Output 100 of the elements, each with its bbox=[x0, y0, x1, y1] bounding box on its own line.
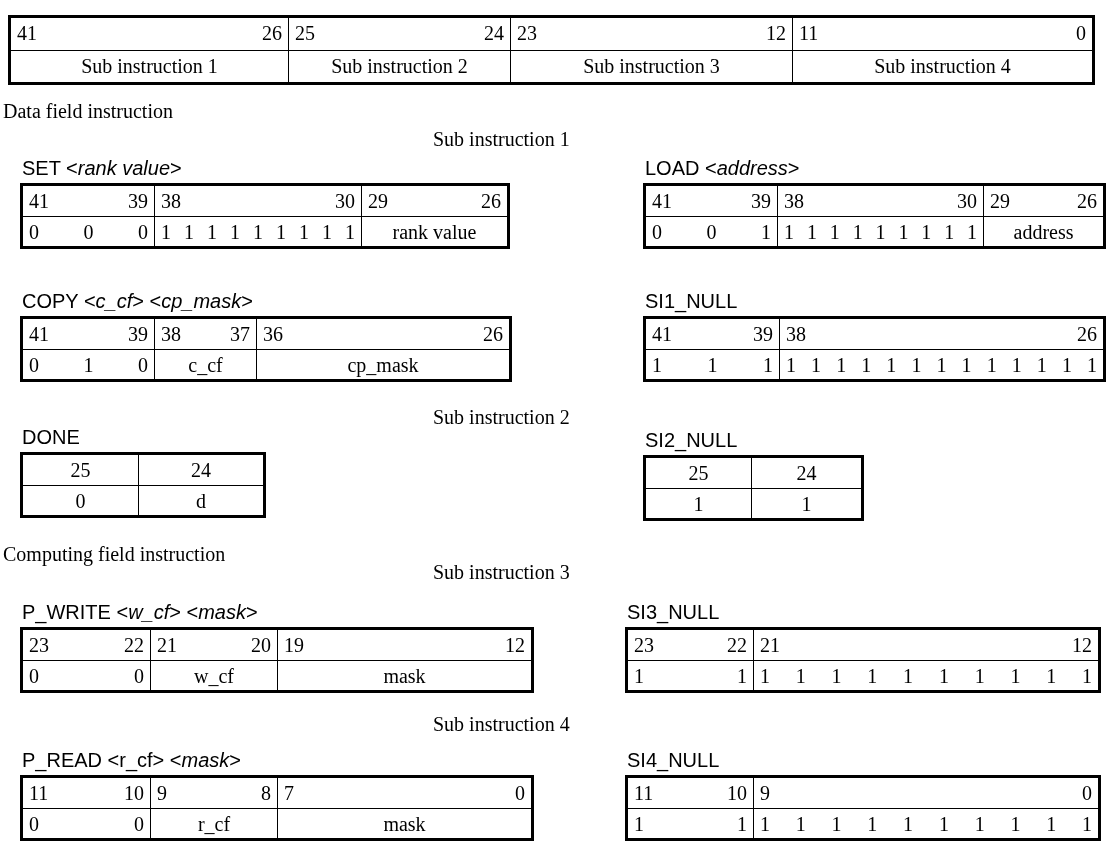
section-heading: Data field instruction bbox=[3, 100, 173, 122]
bit-number: 11 bbox=[29, 783, 49, 803]
field-value: 1 1 1 bbox=[652, 355, 773, 375]
field-value: 1 1 1 1 1 1 1 1 1 1 1 1 1 bbox=[786, 355, 1097, 375]
instruction-name: SET <rank value> bbox=[22, 157, 182, 179]
bit-number: 26 bbox=[1077, 191, 1097, 211]
instruction-name: COPY <c_cf> <cp_mask> bbox=[22, 290, 253, 312]
bit-number: 24 bbox=[190, 460, 212, 480]
instruction-name: SI3_NULL bbox=[627, 601, 720, 623]
field-value: Sub instruction 3 bbox=[582, 56, 721, 76]
bit-number: 41 bbox=[17, 23, 37, 43]
bit-number: 38 bbox=[786, 324, 806, 344]
bit-number: 7 bbox=[284, 783, 294, 803]
bit-number: 23 bbox=[634, 635, 654, 655]
instruction-name: P_WRITE <w_cf> <mask> bbox=[22, 601, 258, 623]
bit-number: 26 bbox=[481, 191, 501, 211]
bit-number: 19 bbox=[284, 635, 304, 655]
bit-number: 41 bbox=[652, 191, 672, 211]
bit-field-table bbox=[643, 157, 1106, 249]
bit-number: 11 bbox=[634, 783, 654, 803]
bit-number: 38 bbox=[784, 191, 804, 211]
bit-number: 26 bbox=[1077, 324, 1097, 344]
instruction-name: SI2_NULL bbox=[645, 429, 738, 451]
bit-number: 8 bbox=[261, 783, 271, 803]
bit-number: 36 bbox=[263, 324, 283, 344]
bit-number: 23 bbox=[517, 23, 537, 43]
bit-number: 37 bbox=[230, 324, 250, 344]
bit-number: 12 bbox=[1072, 635, 1092, 655]
bit-number: 0 bbox=[1082, 783, 1092, 803]
bit-number: 9 bbox=[157, 783, 167, 803]
bit-number: 25 bbox=[69, 460, 92, 480]
bit-number: 0 bbox=[515, 783, 525, 803]
bit-number: 12 bbox=[505, 635, 525, 655]
field-value: Sub instruction 4 bbox=[873, 56, 1012, 76]
field-value: d bbox=[195, 491, 207, 511]
field-value: rank value bbox=[391, 222, 478, 242]
bit-number: 39 bbox=[128, 324, 148, 344]
instruction-name: DONE bbox=[22, 426, 80, 448]
field-value: 0 0 bbox=[29, 666, 144, 686]
sub-instruction-label: Sub instruction 3 bbox=[433, 561, 570, 583]
bit-number: 22 bbox=[727, 635, 747, 655]
field-value: Sub instruction 2 bbox=[330, 56, 469, 76]
bit-number: 21 bbox=[760, 635, 780, 655]
bit-number: 30 bbox=[335, 191, 355, 211]
field-value: 0 0 0 bbox=[29, 222, 148, 242]
bit-number: 10 bbox=[124, 783, 144, 803]
instruction-name: LOAD <address> bbox=[645, 157, 800, 179]
instruction-name: SI1_NULL bbox=[645, 290, 738, 312]
field-value: 0 0 1 bbox=[652, 222, 771, 242]
field-value: mask bbox=[382, 666, 427, 686]
bit-number: 24 bbox=[795, 463, 818, 483]
field-value: 1 1 1 1 1 1 1 1 1 bbox=[784, 222, 977, 242]
bit-number: 41 bbox=[29, 191, 49, 211]
field-value: mask bbox=[382, 814, 427, 834]
bit-number: 26 bbox=[483, 324, 503, 344]
bit-number: 24 bbox=[484, 23, 504, 43]
bit-number: 38 bbox=[161, 324, 181, 344]
bit-number: 12 bbox=[766, 23, 786, 43]
field-value: w_cf bbox=[193, 666, 235, 686]
bit-number: 39 bbox=[751, 191, 771, 211]
bit-number: 20 bbox=[251, 635, 271, 655]
bit-number: 21 bbox=[157, 635, 177, 655]
field-value: 1 bbox=[692, 494, 705, 514]
field-value: Sub instruction 1 bbox=[80, 56, 219, 76]
field-value: 1 bbox=[800, 494, 813, 514]
bit-field-table bbox=[8, 15, 1095, 85]
section-heading: Computing field instruction bbox=[3, 543, 226, 565]
bit-field-table bbox=[20, 601, 534, 693]
field-value: 1 1 bbox=[634, 666, 747, 686]
field-value: 0 0 bbox=[29, 814, 144, 834]
bit-number: 39 bbox=[753, 324, 773, 344]
bit-number: 0 bbox=[1076, 23, 1086, 43]
sub-instruction-label: Sub instruction 2 bbox=[433, 406, 570, 428]
bit-number: 39 bbox=[128, 191, 148, 211]
bit-number: 41 bbox=[652, 324, 672, 344]
instruction-name: SI4_NULL bbox=[627, 749, 720, 771]
bit-number: 41 bbox=[29, 324, 49, 344]
field-value: 0 1 0 bbox=[29, 355, 148, 375]
bit-field-table bbox=[20, 749, 534, 841]
bit-field-table bbox=[20, 290, 512, 382]
field-value: 1 1 1 1 1 1 1 1 1 1 bbox=[760, 814, 1092, 834]
bit-number: 26 bbox=[262, 23, 282, 43]
bit-number: 38 bbox=[161, 191, 181, 211]
field-value: address bbox=[1012, 222, 1075, 242]
field-value: 1 1 bbox=[634, 814, 747, 834]
sub-instruction-label: Sub instruction 1 bbox=[433, 128, 570, 150]
field-value: r_cf bbox=[196, 814, 232, 834]
bit-number: 9 bbox=[760, 783, 770, 803]
bit-number: 22 bbox=[124, 635, 144, 655]
field-value: cp_mask bbox=[346, 355, 420, 375]
field-value: c_cf bbox=[187, 355, 224, 375]
field-value: 1 1 1 1 1 1 1 1 1 1 bbox=[760, 666, 1092, 686]
bit-field-table bbox=[20, 157, 510, 249]
bit-number: 23 bbox=[29, 635, 49, 655]
bit-number: 30 bbox=[957, 191, 977, 211]
bit-number: 11 bbox=[799, 23, 819, 43]
sub-instruction-label: Sub instruction 4 bbox=[433, 713, 570, 735]
bit-number: 29 bbox=[368, 191, 388, 211]
bit-number: 29 bbox=[990, 191, 1010, 211]
bit-number: 10 bbox=[727, 783, 747, 803]
